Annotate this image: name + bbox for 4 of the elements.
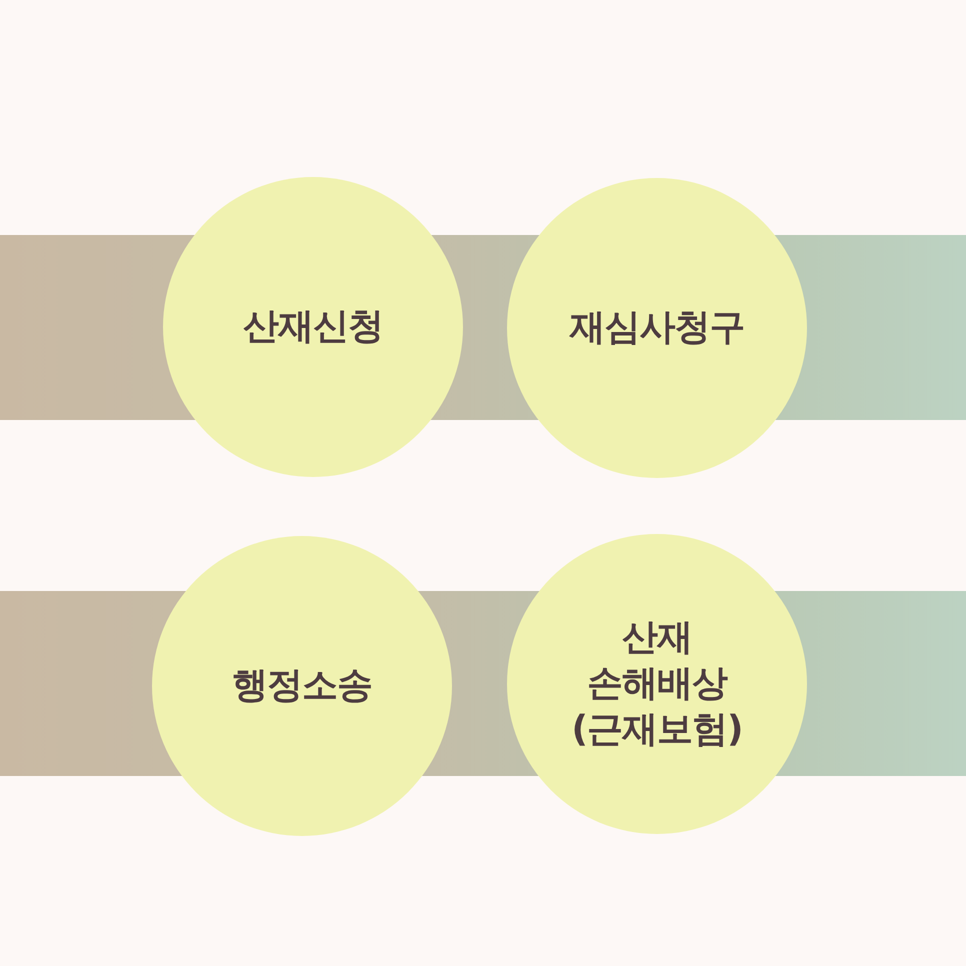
node-label: 재심사청구 [570, 306, 744, 350]
node-label: 산재신청 [243, 305, 383, 349]
node-label: 행정소송 [232, 664, 372, 708]
node-label: 산재 손해배상 (근재보험) [570, 616, 744, 752]
